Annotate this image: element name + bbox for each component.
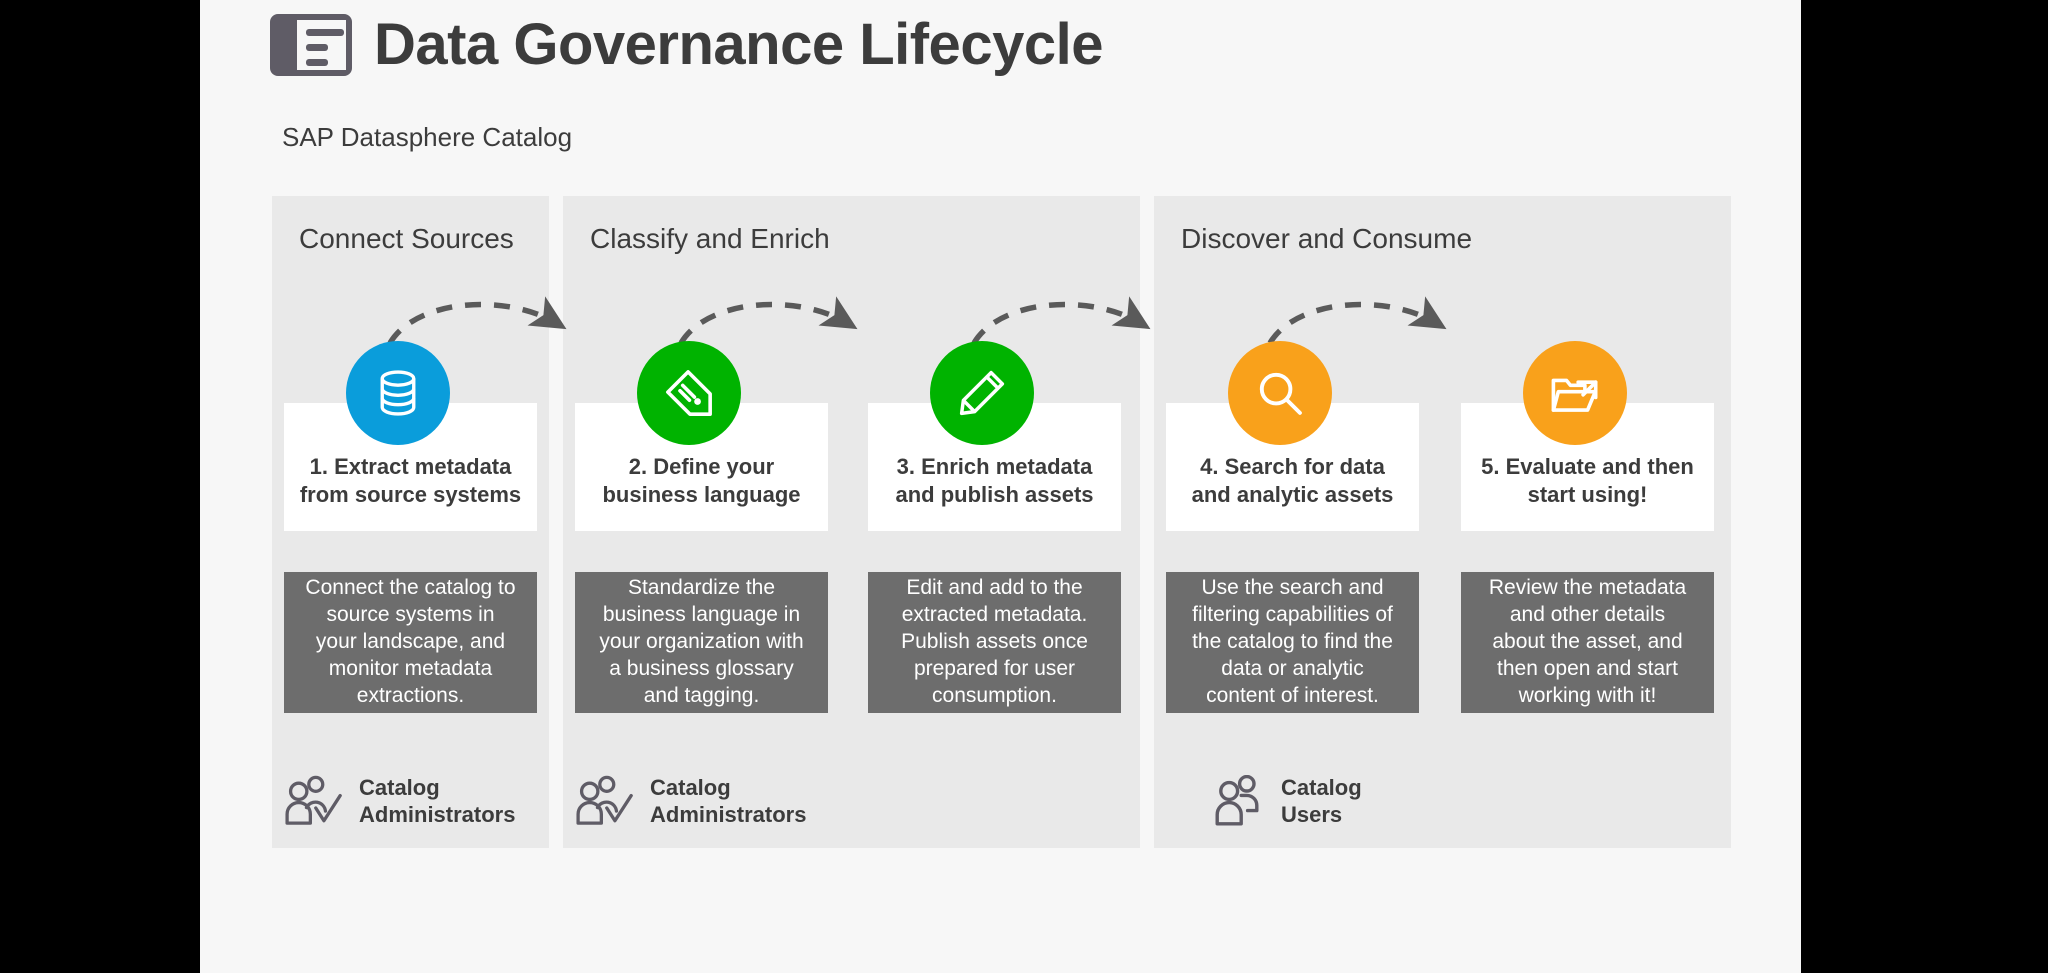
users-check-icon — [285, 775, 342, 825]
step-1-description-box: Connect the catalog to source systems in… — [284, 572, 537, 713]
step-2-title: 2. Define your business language — [602, 453, 801, 507]
persona-catalog-administrators-2: Catalog Administrators — [575, 770, 806, 832]
step-1-card: 1. Extract metadata from source systems — [284, 403, 537, 531]
step-5-description: Review the metadata and other details ab… — [1488, 576, 1687, 707]
step-2-circle — [637, 341, 741, 445]
step-3-title: 3. Enrich metadata and publish assets — [895, 453, 1094, 507]
tag-icon — [666, 370, 712, 416]
step-5-card: 5. Evaluate and then start using! — [1461, 403, 1714, 531]
persona-label: Catalog Administrators — [650, 774, 807, 828]
step-1-title: 1. Extract metadata from source systems — [299, 453, 522, 507]
phase-band-label: Connect Sources — [299, 223, 514, 254]
database-icon — [380, 370, 416, 416]
step-4-title: 4. Search for data and analytic assets — [1191, 453, 1394, 507]
step-2-description: Standardize the business language in you… — [599, 576, 804, 707]
users-check-icon — [576, 775, 633, 825]
step-3-description-box: Edit and add to the extracted metadata. … — [868, 572, 1121, 713]
persona-catalog-administrators-1: Catalog Administrators — [284, 770, 515, 832]
step-3-circle — [930, 341, 1034, 445]
persona-label: Catalog Administrators — [359, 774, 516, 828]
step-4-card: 4. Search for data and analytic assets — [1166, 403, 1419, 531]
step-2-description-box: Standardize the business language in you… — [575, 572, 828, 713]
persona-label: Catalog Users — [1281, 774, 1362, 828]
step-4-circle — [1228, 341, 1332, 445]
pencil-icon — [959, 370, 1005, 416]
page-title: Data Governance Lifecycle — [374, 12, 1103, 77]
slide-canvas: Data Governance Lifecycle SAP Datasphere… — [200, 0, 1801, 973]
step-5-description-box: Review the metadata and other details ab… — [1461, 572, 1714, 713]
page-subtitle: SAP Datasphere Catalog — [282, 122, 573, 152]
phase-band-label: Classify and Enrich — [590, 223, 830, 254]
phase-band-label: Discover and Consume — [1181, 223, 1473, 254]
search-icon — [1259, 372, 1302, 415]
step-1-circle — [346, 341, 450, 445]
document-lines-icon — [270, 14, 352, 76]
step-1-description: Connect the catalog to source systems in… — [305, 576, 516, 707]
step-3-description: Edit and add to the extracted metadata. … — [901, 576, 1088, 707]
persona-catalog-users: Catalog Users — [1212, 770, 1362, 832]
folder-open-arrow-icon — [1551, 378, 1598, 412]
step-5-circle — [1523, 341, 1627, 445]
step-4-description: Use the search and filtering capabilitie… — [1192, 576, 1393, 707]
page-header: Data Governance Lifecycle — [270, 14, 1103, 76]
step-5-title: 5. Evaluate and then start using! — [1481, 453, 1694, 507]
users-icon — [1215, 775, 1259, 826]
step-4-description-box: Use the search and filtering capabilitie… — [1166, 572, 1419, 713]
